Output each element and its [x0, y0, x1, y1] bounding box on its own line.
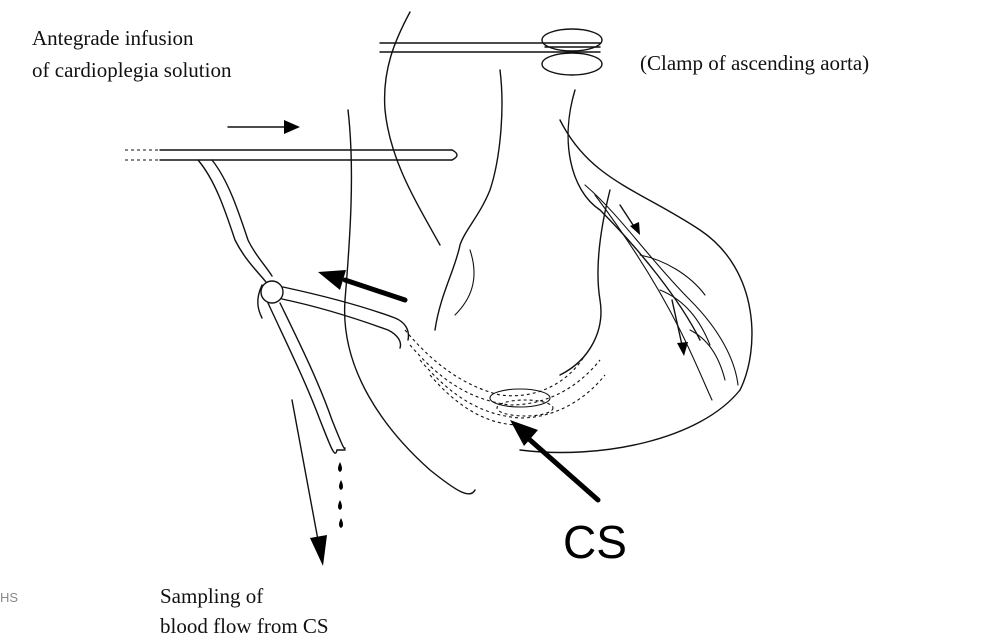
- stray-fragment: HS: [0, 590, 18, 605]
- vessel-flow-arrows: [620, 205, 688, 356]
- cannula-system: [125, 150, 457, 453]
- sampling-label-line1: Sampling of: [160, 584, 263, 608]
- antegrade-label-line2: of cardioplegia solution: [32, 58, 231, 82]
- cs-pointer-arrow: [510, 420, 598, 500]
- coronary-sinus-vessels: [405, 330, 605, 425]
- clamp-label: (Clamp of ascending aorta): [640, 51, 869, 75]
- antegrade-label-line1: Antegrade infusion: [32, 26, 194, 50]
- sampling-label-line2: blood flow from CS: [160, 614, 329, 638]
- cs-label: CS: [563, 517, 627, 567]
- antegrade-arrow: [228, 120, 300, 134]
- heart-outline: [345, 12, 752, 494]
- blood-drops: [338, 462, 343, 528]
- aortic-clamp: [380, 29, 602, 75]
- retrograde-flow-arrow: [318, 270, 405, 300]
